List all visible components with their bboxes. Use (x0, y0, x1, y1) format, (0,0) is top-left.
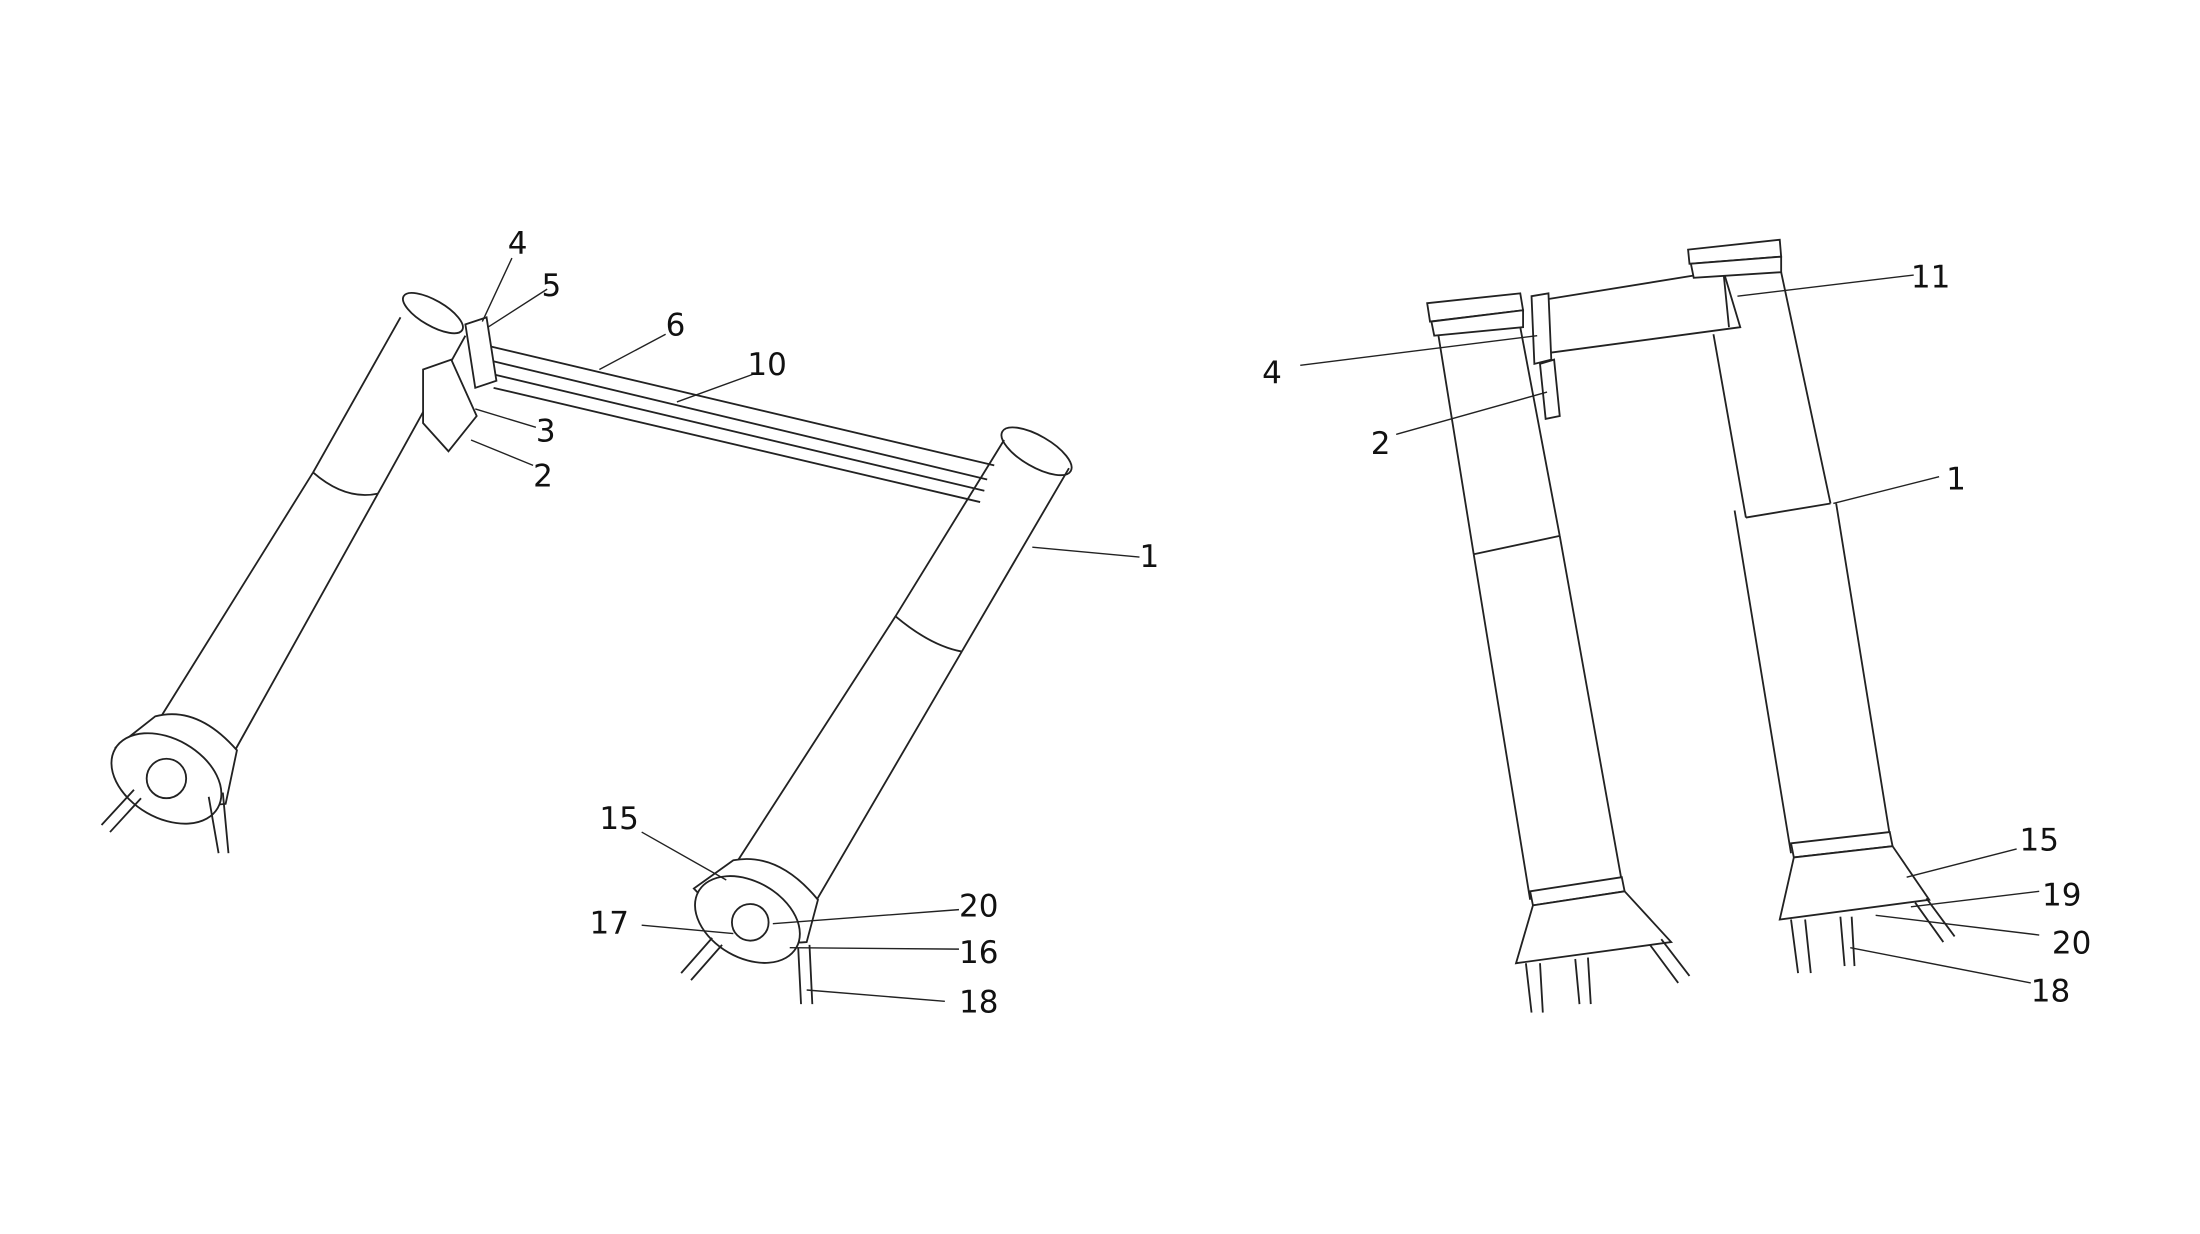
label-19: 19 (2042, 877, 2081, 913)
label-16: 16 (959, 935, 998, 971)
label-18: 18 (2031, 973, 2070, 1009)
arm (1530, 269, 1742, 420)
label-15: 15 (2019, 822, 2058, 858)
label-2: 2 (1371, 426, 1391, 462)
left-column (1426, 292, 1691, 1013)
left-perspective-view: 4 5 6 10 3 2 1 15 20 17 16 18 (100, 226, 1159, 1021)
label-1: 1 (1946, 461, 1966, 497)
label-20: 20 (2052, 925, 2091, 961)
label-11: 11 (1911, 260, 1950, 296)
label-17: 17 (589, 906, 628, 942)
right-tube (680, 426, 1073, 1005)
label-10: 10 (747, 347, 786, 383)
crossbar (422, 316, 995, 503)
label-2: 2 (533, 459, 553, 495)
label-5: 5 (542, 268, 562, 304)
label-4: 4 (508, 226, 528, 262)
label-20: 20 (959, 889, 998, 925)
label-15: 15 (599, 801, 638, 837)
right-side-view: 11 4 2 1 15 19 20 18 (1262, 238, 2091, 1013)
label-4: 4 (1262, 356, 1282, 392)
label-3: 3 (536, 413, 556, 449)
label-18: 18 (959, 985, 998, 1021)
right-column (1687, 238, 1956, 974)
left-tube (100, 291, 467, 854)
label-6: 6 (666, 308, 686, 344)
label-1: 1 (1139, 539, 1159, 575)
